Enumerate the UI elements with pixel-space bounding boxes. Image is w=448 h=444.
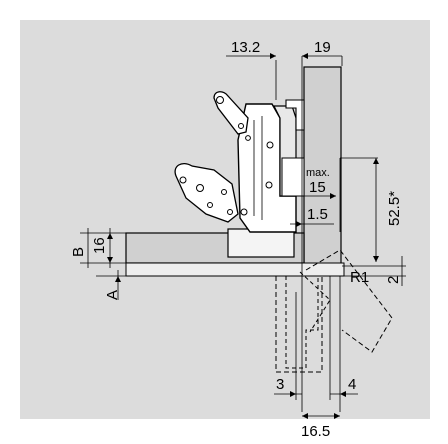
dim-15: 15 bbox=[309, 179, 326, 196]
hinge-lower-lever bbox=[174, 162, 239, 223]
hinge-cup bbox=[227, 228, 295, 258]
cabinet-side-panel bbox=[303, 66, 342, 266]
hinge-pivot-mid bbox=[265, 181, 273, 189]
hinge-pivot-top bbox=[266, 141, 274, 149]
door-swing-outline bbox=[305, 249, 393, 353]
dim-3: 3 bbox=[276, 376, 284, 393]
dim-13-2: 13.2 bbox=[231, 39, 260, 56]
door-open-outline-2 bbox=[285, 276, 319, 369]
radius-label: R1 bbox=[350, 269, 369, 286]
dim-a-label: A bbox=[104, 290, 121, 300]
dim-16-5: 16.5 bbox=[301, 423, 330, 439]
hinge-arm-neck bbox=[281, 157, 305, 197]
dim-2: 2 bbox=[385, 276, 402, 284]
dim-4: 4 bbox=[348, 376, 356, 393]
dim-19: 19 bbox=[314, 39, 331, 56]
door-strip bbox=[125, 262, 345, 277]
dim-16: 16 bbox=[91, 237, 108, 254]
door-open-outline bbox=[275, 276, 323, 373]
max-label: max. bbox=[306, 167, 330, 179]
dim-1-5: 1.5 bbox=[307, 206, 328, 223]
hinge-bracket bbox=[285, 99, 305, 131]
dim-52-5: 52.5* bbox=[386, 191, 403, 226]
dim-b-label: B bbox=[70, 247, 87, 257]
